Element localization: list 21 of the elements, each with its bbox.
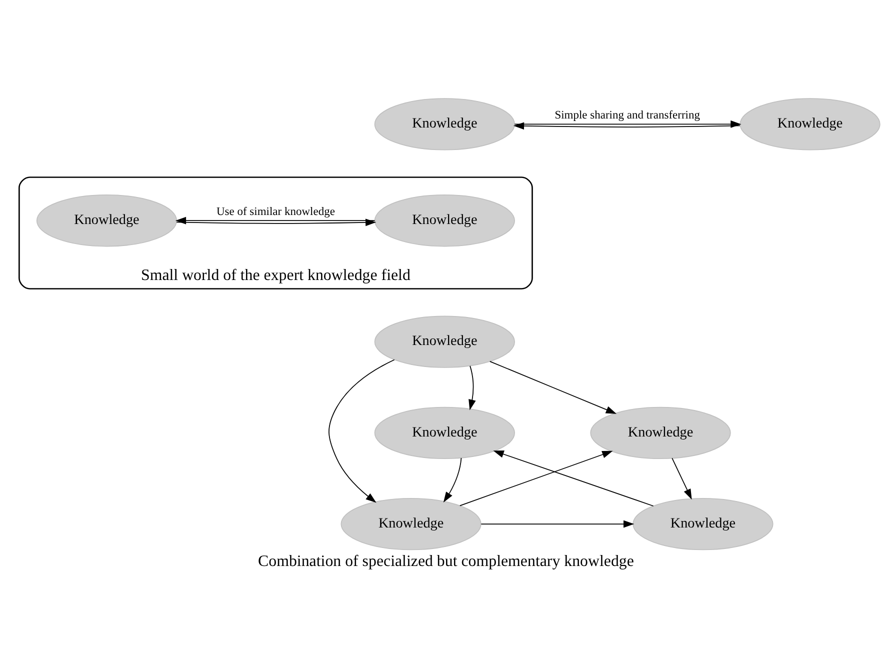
arrow xyxy=(513,122,740,130)
edge-label: Use of similar knowledge xyxy=(216,205,335,218)
arrow xyxy=(489,360,617,414)
arrow xyxy=(672,457,692,500)
node-ellipse: Knowledge xyxy=(374,315,515,368)
node-ellipse: Knowledge xyxy=(740,98,880,150)
arrow xyxy=(443,457,462,502)
node-ellipse: Knowledge xyxy=(374,98,515,150)
arrow xyxy=(514,120,742,128)
edge-label: Simple sharing and transferring xyxy=(554,108,700,121)
node-ellipse: Knowledge xyxy=(374,194,515,246)
node-ellipse: Knowledge xyxy=(340,497,482,550)
caption: Combination of specialized but complementary knowledge xyxy=(258,552,634,570)
arrow xyxy=(480,520,634,528)
node-ellipse: Knowledge xyxy=(632,497,774,550)
arrow xyxy=(176,218,376,226)
arrow xyxy=(460,450,613,506)
arrow xyxy=(493,450,654,506)
arrow xyxy=(468,364,476,410)
arrow xyxy=(328,358,395,502)
node-ellipse: Knowledge xyxy=(36,194,178,246)
